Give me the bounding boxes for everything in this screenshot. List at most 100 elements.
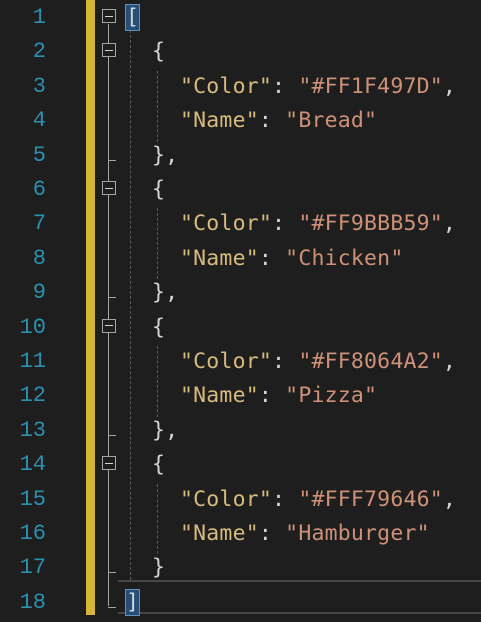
code-text: { — [152, 176, 165, 204]
code-text: }, — [152, 417, 178, 445]
code-text: } — [152, 554, 165, 582]
json-punctuation: : — [258, 521, 286, 546]
line-number: 4 — [32, 108, 46, 134]
collapse-minus-box-icon[interactable] — [102, 456, 116, 471]
line-number: 15 — [19, 486, 46, 512]
code-text: }, — [152, 142, 178, 170]
json-key: "Color" — [180, 73, 273, 99]
code-line[interactable]: 15 "Color": "#FFF79646", — [0, 482, 481, 516]
code-text: "Color": "#FF1F497D", — [180, 73, 456, 101]
json-string-value: "Hamburger" — [285, 521, 430, 546]
json-punctuation: : — [258, 108, 286, 134]
json-key: "Name" — [180, 245, 259, 271]
code-text: { — [152, 38, 165, 66]
code-text: "Name": "Chicken" — [180, 245, 403, 273]
code-line[interactable]: 10 { — [0, 310, 481, 344]
indent-guide — [157, 208, 158, 280]
json-punctuation: , — [442, 486, 457, 512]
indent-guide — [157, 346, 158, 417]
json-punctuation: { — [152, 177, 166, 202]
matched-bracket: [ — [124, 4, 141, 31]
collapse-minus-box-icon[interactable] — [102, 43, 116, 58]
json-punctuation: { — [152, 452, 166, 478]
json-key: "Color" — [180, 486, 273, 512]
json-key: "Color" — [180, 211, 273, 237]
line-number: 13 — [19, 417, 46, 443]
code-text: "Color": "#FF8064A2", — [180, 348, 456, 376]
code-line[interactable]: 8 "Name": "Chicken" — [0, 241, 481, 275]
line-number: 6 — [32, 177, 46, 202]
matched-bracket: ] — [124, 588, 141, 616]
json-punctuation: } — [152, 555, 166, 581]
line-number: 9 — [32, 280, 46, 306]
code-line[interactable]: 17} — [0, 550, 481, 584]
line-number: 12 — [19, 383, 46, 409]
line-number: 8 — [32, 245, 46, 271]
indent-guide — [157, 483, 158, 555]
indent-guide — [130, 30, 131, 580]
code-line[interactable]: 14 { — [0, 447, 481, 481]
json-string-value: "Pizza" — [285, 383, 378, 409]
code-line[interactable]: 12 "Name": "Pizza" — [0, 378, 481, 412]
code-line[interactable]: 18] — [0, 585, 481, 619]
line-number: 17 — [19, 555, 46, 581]
outline-end-tick — [108, 159, 116, 161]
code-line[interactable]: 1[ — [0, 0, 481, 34]
json-punctuation: }, — [152, 280, 179, 306]
json-punctuation: { — [152, 314, 166, 340]
collapse-minus-box-icon[interactable] — [102, 181, 116, 195]
code-line[interactable]: 11"Color": "#FF8064A2", — [0, 344, 481, 378]
code-line[interactable]: 4 "Name": "Bread" — [0, 103, 481, 137]
outline-end-tick — [108, 572, 116, 574]
json-string-value: "#FF9BBB59" — [298, 211, 443, 237]
code-line[interactable]: 2{ — [0, 34, 481, 68]
code-line[interactable]: 13}, — [0, 413, 481, 447]
json-punctuation: , — [442, 211, 457, 237]
json-punctuation: { — [152, 39, 166, 65]
json-punctuation: : — [272, 486, 299, 512]
json-punctuation: , — [442, 73, 457, 99]
code-text: ] — [124, 588, 141, 617]
json-string-value: "Chicken" — [285, 245, 404, 271]
json-key: "Name" — [180, 521, 259, 546]
json-key: "Name" — [180, 108, 259, 134]
json-punctuation: : — [258, 245, 286, 271]
line-number: 2 — [32, 39, 46, 65]
code-text: "Name": "Bread" — [180, 107, 377, 135]
json-string-value: "#FF1F497D" — [298, 73, 443, 99]
outline-connector — [108, 24, 109, 606]
code-text: "Color": "#FF9BBB59", — [180, 210, 456, 238]
json-punctuation: : — [272, 73, 299, 99]
code-text: "Name": "Pizza" — [180, 382, 377, 410]
json-string-value: "#FF8064A2" — [298, 349, 443, 374]
line-number: 14 — [19, 452, 46, 478]
json-punctuation: }, — [152, 417, 179, 443]
code-text: { — [152, 314, 165, 342]
indent-guide — [157, 70, 158, 142]
code-line[interactable]: 9}, — [0, 275, 481, 309]
change-tracking-margin — [86, 0, 95, 615]
json-punctuation: : — [272, 211, 299, 237]
collapse-minus-box-icon[interactable] — [102, 318, 116, 333]
line-number: 10 — [19, 314, 46, 340]
code-line[interactable]: 3 "Color": "#FF1F497D", — [0, 69, 481, 103]
outline-end-tick — [108, 434, 116, 436]
code-text: "Name": "Hamburger" — [180, 520, 430, 548]
collapse-minus-box-icon[interactable] — [102, 9, 116, 23]
code-line[interactable]: 6{ — [0, 172, 481, 206]
code-line[interactable]: 16"Name": "Hamburger" — [0, 516, 481, 550]
json-punctuation: : — [258, 383, 286, 409]
json-key: "Name" — [180, 383, 259, 409]
json-punctuation: , — [442, 349, 457, 374]
outline-end-tick — [108, 297, 116, 299]
json-string-value: "Bread" — [285, 108, 378, 134]
line-number: 5 — [32, 142, 46, 168]
current-line-highlight — [118, 580, 481, 614]
code-line[interactable]: 5}, — [0, 138, 481, 172]
code-text: }, — [152, 279, 178, 307]
line-number: 3 — [32, 73, 46, 99]
json-string-value: "#FFF79646" — [298, 486, 443, 512]
code-line[interactable]: 7"Color": "#FF9BBB59", — [0, 206, 481, 240]
json-punctuation: }, — [152, 142, 179, 168]
